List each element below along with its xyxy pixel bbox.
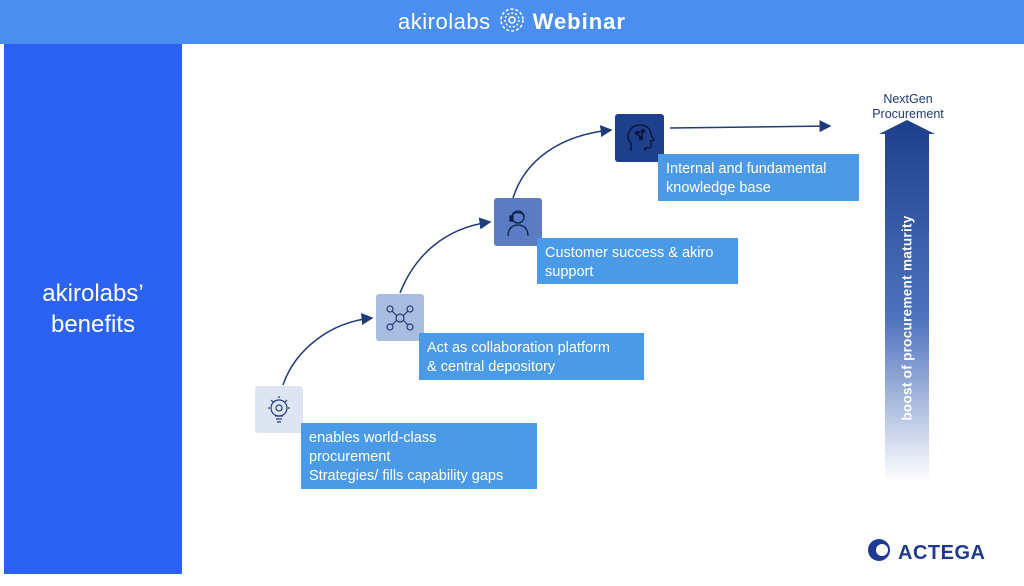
sidebar-title: akirolabs’ benefits <box>42 280 144 338</box>
step-4-line-2: knowledge base <box>666 180 771 196</box>
spiral-logo-icon <box>499 7 525 38</box>
connector-arrow-4 <box>669 120 832 133</box>
step-2-line-2: & central depository <box>427 359 556 375</box>
nextgen-line-1: NextGen <box>883 92 933 106</box>
lightbulb-gear-icon <box>255 386 303 433</box>
step-2-label: Act as collaboration platform & central … <box>419 333 644 380</box>
nextgen-line-2: Procurement <box>872 107 944 121</box>
step-1-line-3: Strategies/ fills capability gaps <box>309 468 504 484</box>
brain-circuit-icon <box>615 114 664 162</box>
maturity-arrow <box>879 120 935 482</box>
step-4-line-1: Internal and fundamental <box>666 161 827 177</box>
step-1-label: enables world-class procurement Strategi… <box>301 423 537 489</box>
sidebar-panel: akirolabs’ benefits <box>4 44 182 574</box>
connector-arrow-2 <box>399 217 492 294</box>
step-3-label: Customer success & akiro support <box>537 238 738 284</box>
step-4-label: Internal and fundamental knowledge base <box>658 154 859 201</box>
maturity-label: boost of procurement maturity <box>899 215 915 421</box>
brand-name: akirolabs <box>398 9 491 34</box>
network-people-icon <box>376 294 424 341</box>
header-title: Webinar <box>532 9 626 34</box>
nextgen-label: NextGen Procurement <box>855 92 961 122</box>
step-1-line-2: procurement <box>309 449 391 465</box>
headset-person-icon <box>494 198 542 246</box>
actega-logo-icon <box>866 537 892 569</box>
step-3-line-2: support <box>545 264 594 280</box>
step-3-line-1: Customer success & akiro <box>545 245 714 261</box>
step-2-line-1: Act as collaboration platform <box>427 340 610 356</box>
header-bar: akirolabs Webinar <box>0 0 1024 44</box>
connector-arrow-1 <box>282 313 374 386</box>
step-1-line-1: enables world-class <box>309 430 437 446</box>
actega-logo: ACTEGA <box>866 537 985 569</box>
actega-logo-text: ACTEGA <box>898 541 986 564</box>
connector-arrow-3 <box>512 125 613 199</box>
